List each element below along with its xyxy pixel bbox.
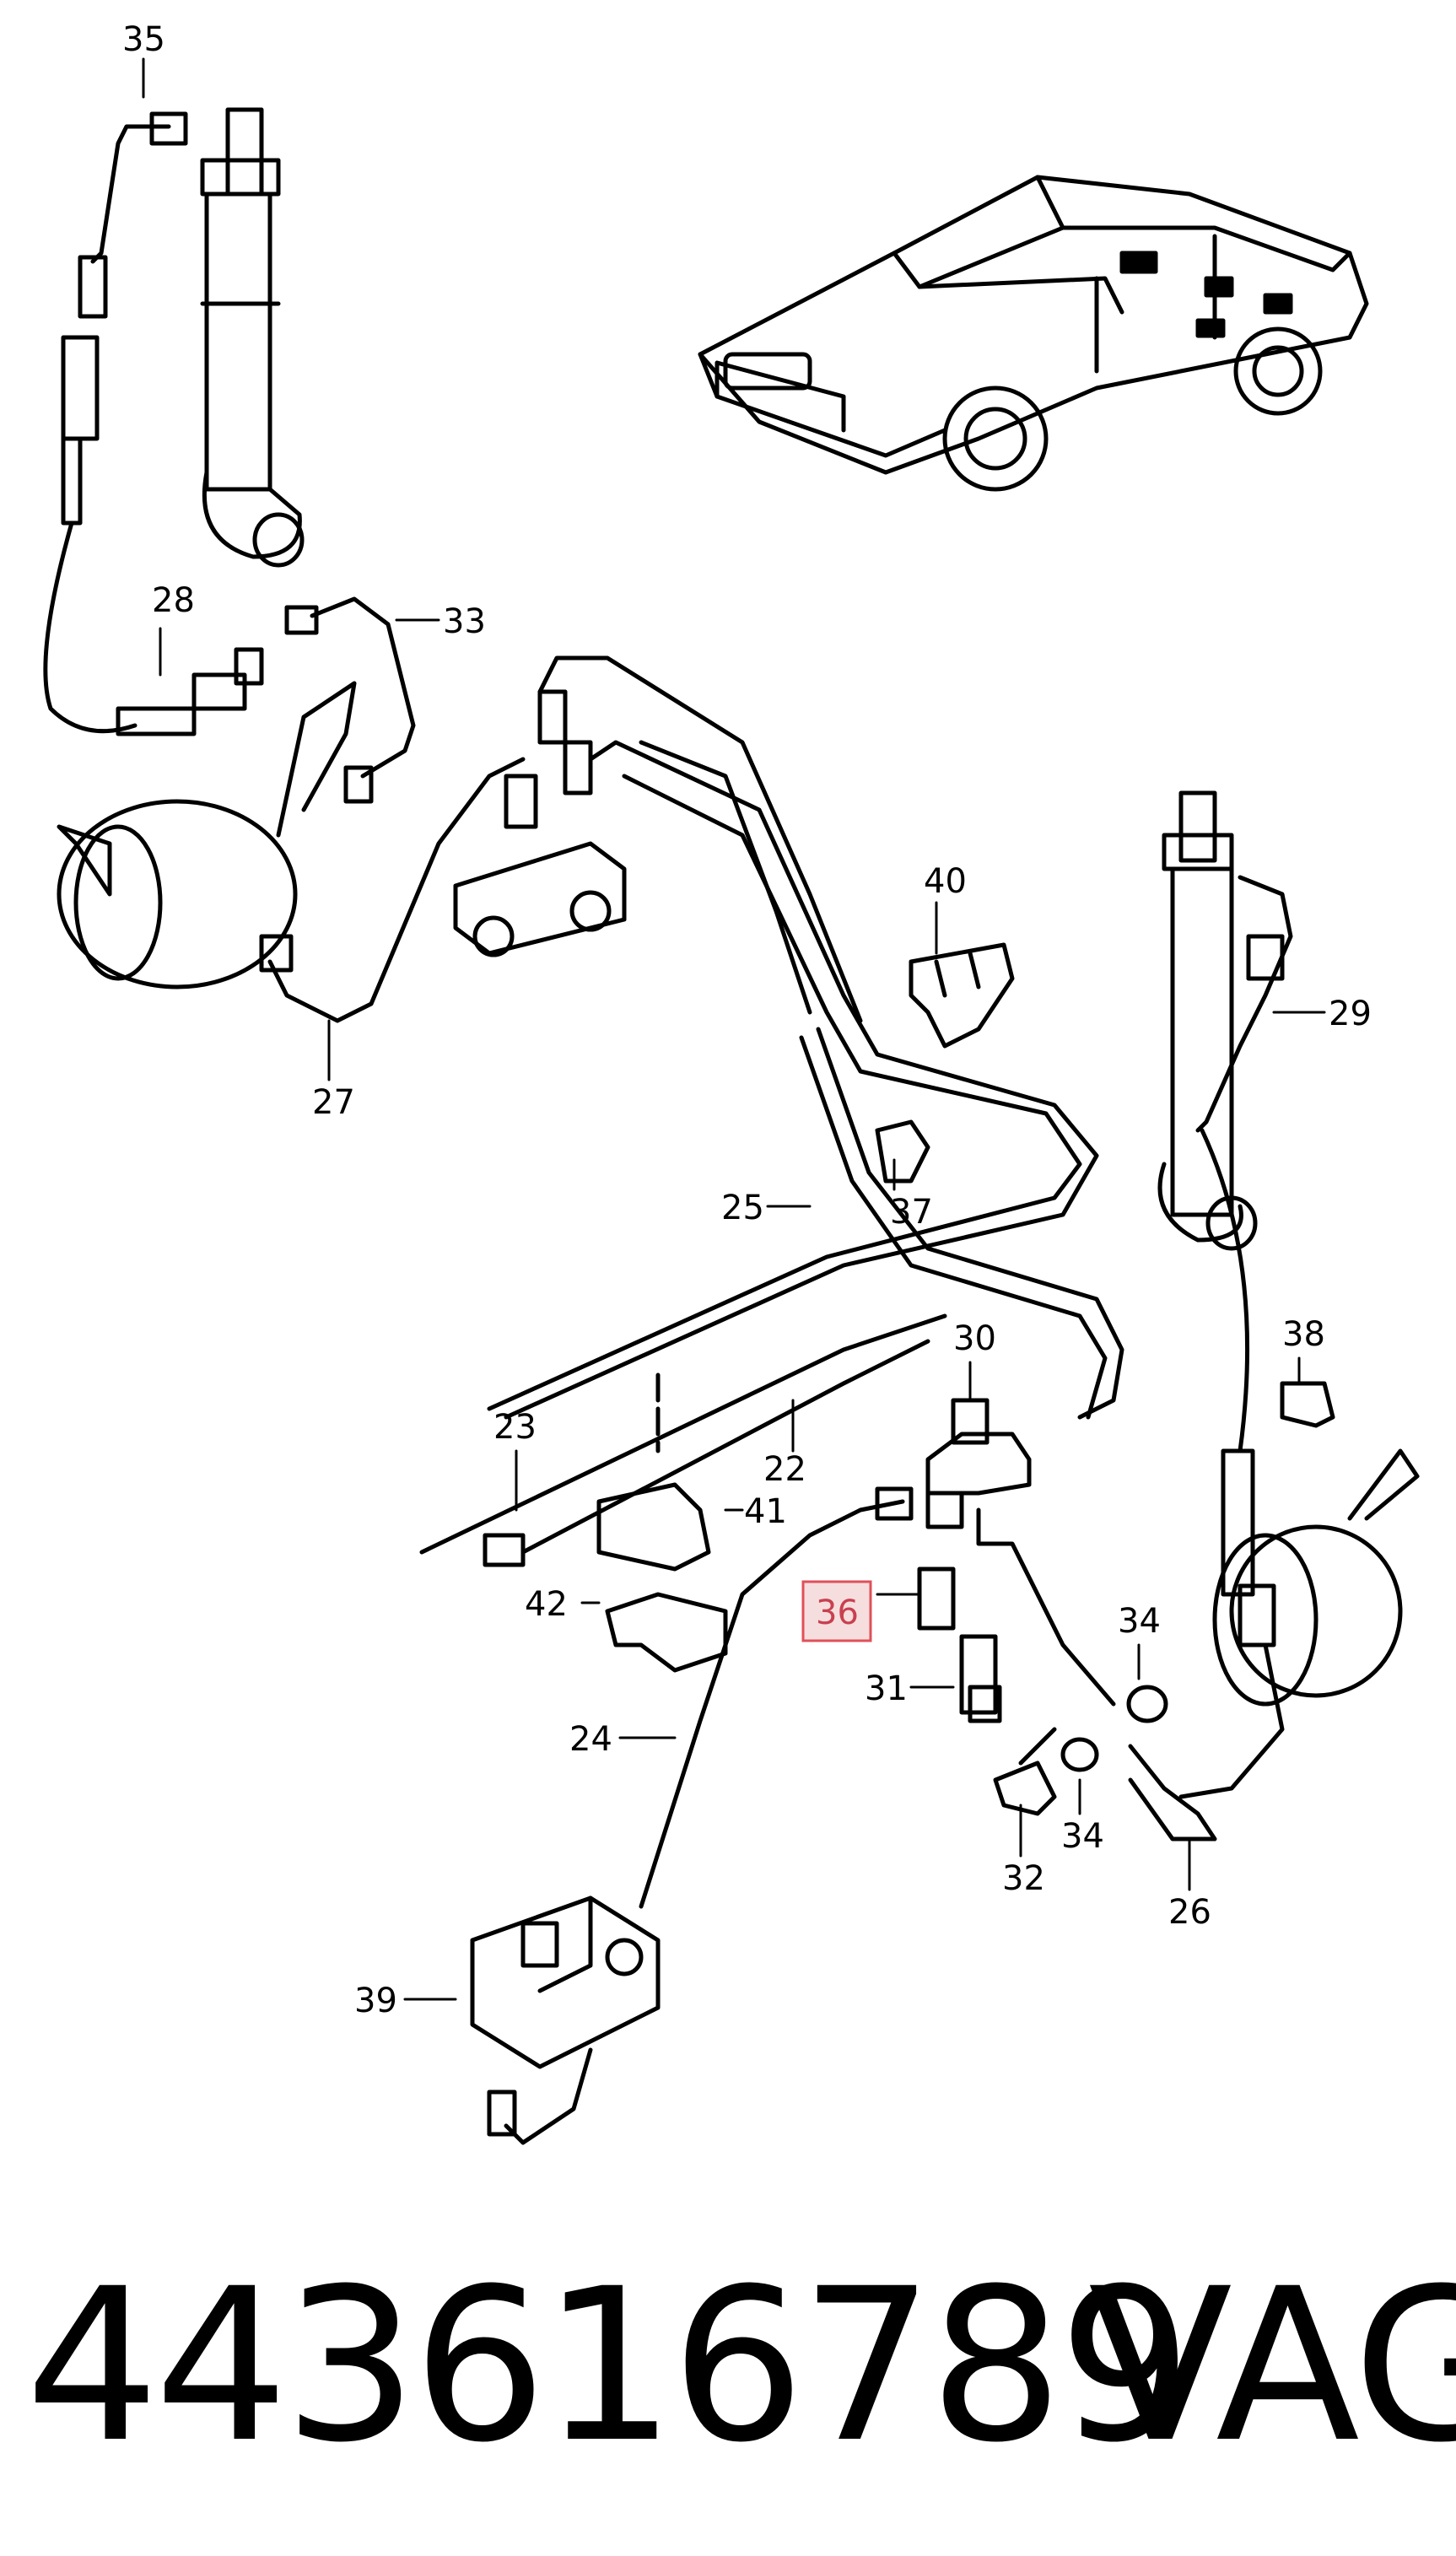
leader-lines	[142, 57, 1326, 2001]
callout-30: 30	[953, 1319, 996, 1358]
callout-33: 33	[443, 602, 486, 641]
callout-27: 27	[312, 1083, 355, 1122]
part-number: 443616789	[25, 2243, 1193, 2489]
right-accumulator	[1178, 1448, 1420, 1799]
clip-37	[875, 1119, 930, 1184]
callout-35: 35	[122, 20, 165, 59]
callout-42: 42	[525, 1585, 568, 1624]
fasteners-32-34	[993, 1685, 1217, 1842]
clip-41	[596, 1482, 711, 1572]
callout-32: 32	[1002, 1859, 1045, 1898]
left-accumulator	[57, 681, 357, 990]
callout-38: 38	[1282, 1315, 1325, 1354]
brake-line-33	[284, 596, 416, 804]
callout-31: 31	[865, 1669, 908, 1708]
distribution-block	[453, 655, 863, 1023]
clip-40	[909, 942, 1015, 1049]
car-illustration	[698, 175, 1369, 492]
callout-labels: 35 28 33 27 40 29 37 25 30 38 23 22 41 4…	[122, 20, 1372, 2020]
clip-42	[605, 1592, 728, 1673]
left-shock-absorber	[200, 107, 305, 568]
callout-24: 24	[569, 1720, 612, 1759]
callout-22: 22	[763, 1450, 806, 1489]
brake-line-24	[639, 1486, 914, 1909]
callout-23: 23	[493, 1408, 537, 1447]
right-shock-absorber	[1157, 790, 1293, 1453]
callout-34-lower: 34	[1061, 1817, 1104, 1856]
callout-40: 40	[924, 862, 967, 901]
callout-37: 37	[890, 1193, 933, 1232]
callout-34-upper: 34	[1118, 1602, 1161, 1641]
callout-41: 41	[744, 1492, 787, 1531]
callout-36: 36	[816, 1593, 859, 1632]
callout-39: 39	[354, 1982, 397, 2020]
valve-block-39	[470, 1895, 661, 2145]
hose-28	[116, 647, 264, 736]
brand-label: VAG	[1088, 2243, 1456, 2489]
brake-line-35	[43, 111, 188, 734]
callout-28: 28	[152, 581, 195, 620]
callout-26: 26	[1168, 1893, 1211, 1932]
brake-line-27	[259, 757, 538, 1023]
clip-38	[1280, 1381, 1335, 1428]
brake-line-25	[487, 740, 1124, 1420]
callout-29: 29	[1329, 995, 1372, 1033]
callout-25: 25	[721, 1189, 764, 1227]
highlight-box-36	[801, 1580, 872, 1642]
tee-piece-30	[917, 1398, 1116, 1723]
